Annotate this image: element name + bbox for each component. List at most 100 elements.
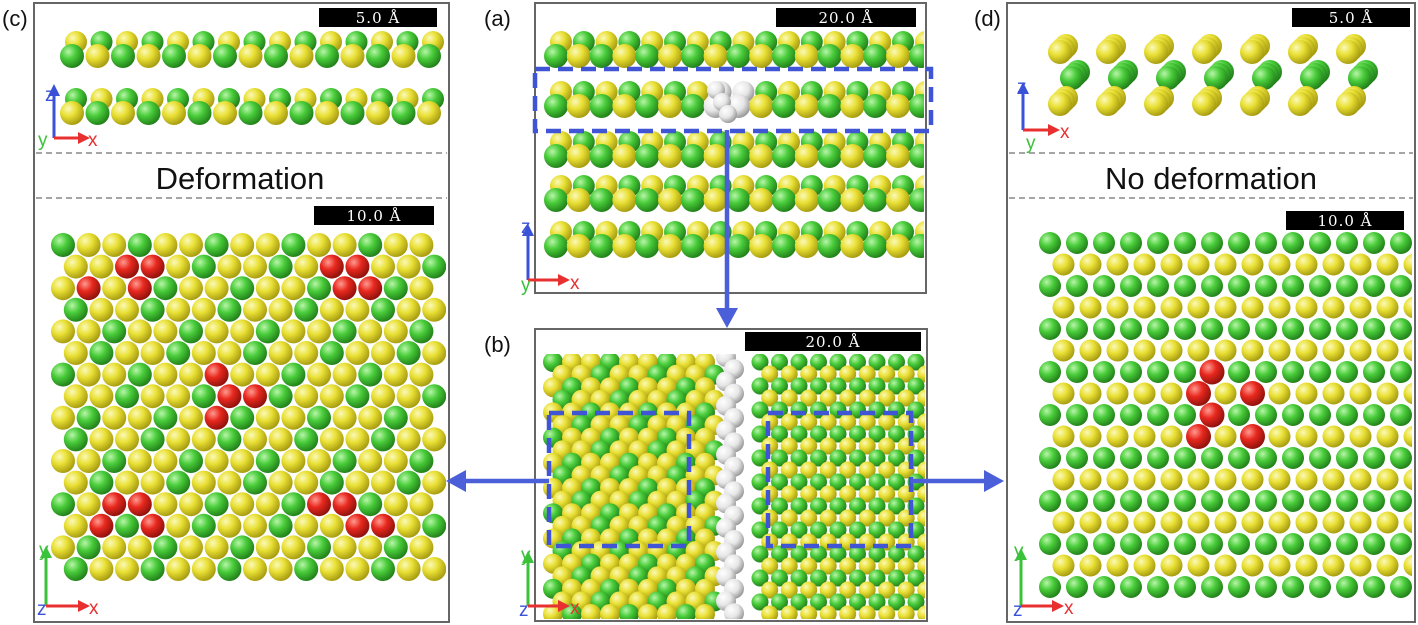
atom [897,365,915,383]
atom [1348,66,1372,90]
atom [772,234,796,258]
atom [217,341,242,365]
atom [315,101,339,125]
atom [332,405,357,430]
panel-b-scalebar-text: 20.0 Å [806,333,861,351]
atom [179,405,203,430]
atom [858,485,876,503]
atom [1255,404,1277,426]
atom [1093,576,1115,598]
atom [1039,232,1061,254]
atom [1322,296,1345,319]
atom [1295,296,1318,319]
atom [315,44,339,68]
atom [1309,361,1331,383]
atom [680,94,705,118]
atom [1336,40,1360,64]
atom [1309,275,1331,297]
atom [289,101,314,125]
atom [761,557,779,575]
atom [1295,468,1318,491]
atom [51,319,75,344]
atom [422,513,446,538]
atom [751,425,769,443]
panel-a: (a) 20.0 Å z x y [484,2,934,296]
atom [1336,533,1358,555]
atom [51,492,75,517]
atom [345,470,370,495]
atom [1255,318,1277,340]
atom [1106,554,1129,577]
atom [819,509,837,527]
atom [780,509,798,527]
defect-atom [102,492,127,517]
atom [1288,40,1312,64]
atom [839,413,857,431]
atom [1390,275,1412,297]
atom [800,437,818,455]
atom [1252,66,1276,90]
atom [1282,275,1304,297]
atom [1147,275,1169,297]
atom [897,605,915,619]
atom [217,427,242,452]
atom [749,94,774,118]
panel-d-caption: No deformation [1105,161,1317,196]
atom [878,485,896,503]
atom [819,413,837,431]
atom [858,509,876,527]
atom [1144,40,1168,64]
panel-d-top-scalebar-text: 5.0 Å [1329,9,1373,27]
atom [230,362,255,387]
axis-label-z: z [45,85,55,106]
defect-atom [127,492,152,517]
atom [136,101,161,125]
atom [1268,382,1291,405]
atom [1309,490,1331,512]
axis-label-x: x [570,273,580,294]
atom [358,492,383,517]
atom [332,319,357,344]
atom [140,557,165,581]
panel-d-side-view-atoms [1048,34,1378,116]
atom [907,354,925,371]
atom [1228,232,1250,254]
atom [829,545,847,563]
atom [1322,468,1345,491]
atom [1106,511,1129,534]
atom [886,144,910,168]
atom [1133,425,1156,448]
atom [115,297,139,322]
atom [371,427,395,452]
atom [751,449,769,467]
atom [191,557,216,581]
atom [800,413,818,431]
axis-label-y: y [38,130,48,151]
atom [703,234,728,258]
atom [1282,447,1304,469]
atom [51,276,75,301]
atom [1268,253,1291,276]
atom [858,461,876,479]
atom [1403,253,1412,276]
atom [166,341,191,365]
atom [1160,554,1183,577]
atom [243,470,267,495]
atom [1079,382,1102,405]
atom [1120,361,1142,383]
atom [839,509,857,527]
atom [140,384,165,409]
atom [819,581,837,599]
atom [1295,382,1318,405]
atom [771,569,788,587]
atom [772,94,796,118]
atom [358,449,383,473]
atom [680,144,705,168]
atom [307,276,331,301]
atom [1322,382,1345,405]
atom [771,545,788,563]
atom [829,497,847,515]
axis-label-y: y [39,540,49,561]
atom [111,101,135,125]
atom [888,497,905,515]
